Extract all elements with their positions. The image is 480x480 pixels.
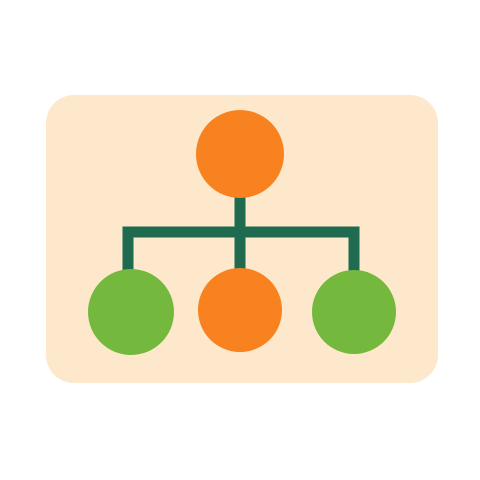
child-node-right xyxy=(312,270,396,354)
connector-lines xyxy=(122,182,360,284)
child-node-left xyxy=(88,269,174,355)
child-node-middle xyxy=(198,268,282,352)
root-node xyxy=(196,110,284,198)
